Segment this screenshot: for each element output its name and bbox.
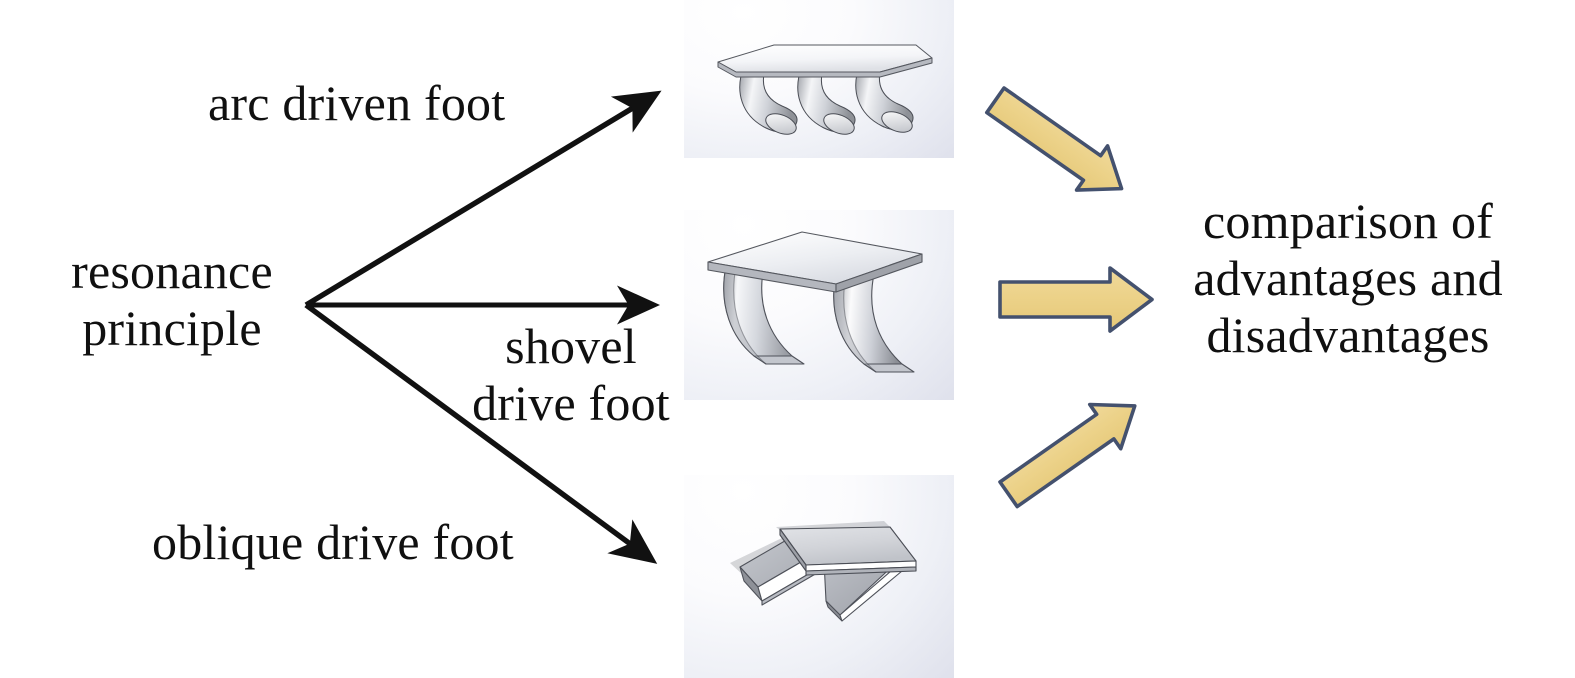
outcome-arrow-middle [998, 266, 1154, 333]
branch-label-shovel-drive-foot: shovel drive foot [472, 318, 670, 431]
arc-driven-foot-cad-image [684, 0, 954, 158]
oblique-drive-foot-cad-image [684, 475, 954, 678]
branch-label-oblique-drive-foot: oblique drive foot [152, 514, 514, 570]
outcome-arrow-top [984, 86, 1124, 192]
source-node-label: resonance principle [71, 243, 273, 356]
outcome-node-label: comparison of advantages and disadvantag… [1193, 193, 1503, 363]
branch-label-arc-driven-foot: arc driven foot [208, 75, 506, 131]
shovel-drive-foot-cad-image [684, 210, 954, 400]
outcome-arrow-bottom [998, 402, 1137, 509]
